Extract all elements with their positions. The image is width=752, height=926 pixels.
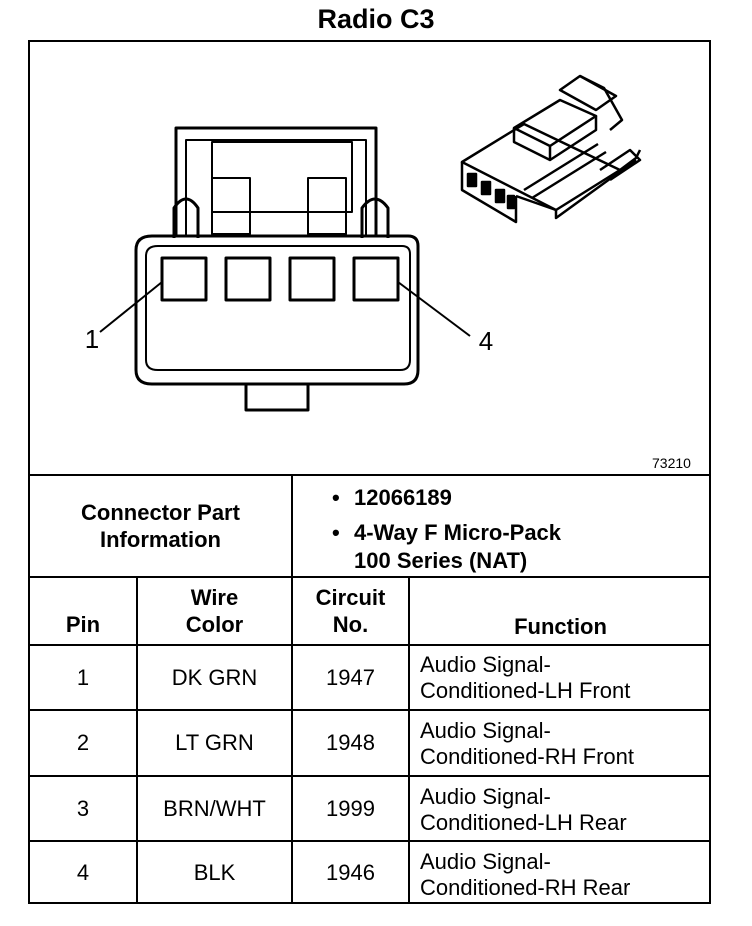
row-1-circuit: 1947 [326, 664, 375, 690]
row-4-circuit: 1946 [326, 860, 375, 885]
row-2-wire-color: LT GRN [175, 730, 254, 755]
pin-callout-1: 1 [84, 323, 100, 354]
connector-info-label-line1: Connector Part [81, 500, 240, 525]
row-4-function: Audio Signal- Conditioned-RH Rear [420, 849, 631, 900]
header-wire-color: Wire Color [185, 585, 244, 637]
leader-line-4 [397, 281, 471, 337]
divider-row-1 [28, 709, 711, 711]
bullet-part-number: •12066189 [332, 485, 452, 510]
connector-bottom-tab [244, 384, 310, 412]
pin-cavity-2 [224, 256, 272, 302]
diagram-title: Radio C3 [317, 4, 435, 34]
row-2-function: Audio Signal- Conditioned-RH Front [420, 718, 634, 769]
pin-cavity-1 [160, 256, 208, 302]
divider-col-circuit [291, 474, 293, 904]
connector-info-label-line2: Information [100, 527, 221, 552]
connector-top-frame [174, 126, 378, 236]
row-3-wire-color: BRN/WHT [163, 795, 266, 821]
header-pin: Pin [65, 612, 101, 637]
pin-cavity-4 [352, 256, 400, 302]
leader-line-1 [99, 281, 163, 333]
row-1-wire-color: DK GRN [171, 664, 258, 690]
pin-callout-4: 4 [478, 325, 494, 356]
divider-header [28, 644, 711, 646]
figure-number: 73210 [652, 455, 691, 471]
row-4-wire-color: BLK [193, 860, 236, 885]
row-1-pin: 1 [76, 664, 90, 690]
divider-row-3 [28, 840, 711, 842]
connector-info-bullets: •12066189 •4-Way F Micro-Pack 100 Series… [332, 484, 561, 575]
pin-cavity-3 [288, 256, 336, 302]
connector-info-label: Connector Part Information [30, 476, 291, 576]
bullet-connector-type: •4-Way F Micro-Pack [332, 520, 562, 545]
row-3-pin: 3 [76, 795, 90, 821]
row-2-circuit: 1948 [326, 730, 375, 755]
row-3-function: Audio Signal- Conditioned-LH Rear [420, 784, 627, 835]
divider-row-2 [28, 775, 711, 777]
bullet-series: 100 Series (NAT) [354, 548, 528, 573]
divider-col-wire [136, 576, 138, 904]
connector-body [134, 234, 420, 386]
row-4-pin: 4 [76, 860, 90, 885]
row-2-pin: 2 [76, 730, 90, 755]
divider-drawing [28, 474, 711, 476]
divider-col-function [408, 576, 410, 904]
header-circuit: Circuit No. [315, 585, 386, 637]
divider-info [28, 576, 711, 578]
row-3-circuit: 1999 [326, 795, 375, 821]
header-function: Function [514, 614, 607, 639]
row-1-function: Audio Signal- Conditioned-LH Front [420, 652, 631, 703]
connector-iso-sketch [460, 74, 642, 224]
diagram-frame [28, 40, 711, 904]
